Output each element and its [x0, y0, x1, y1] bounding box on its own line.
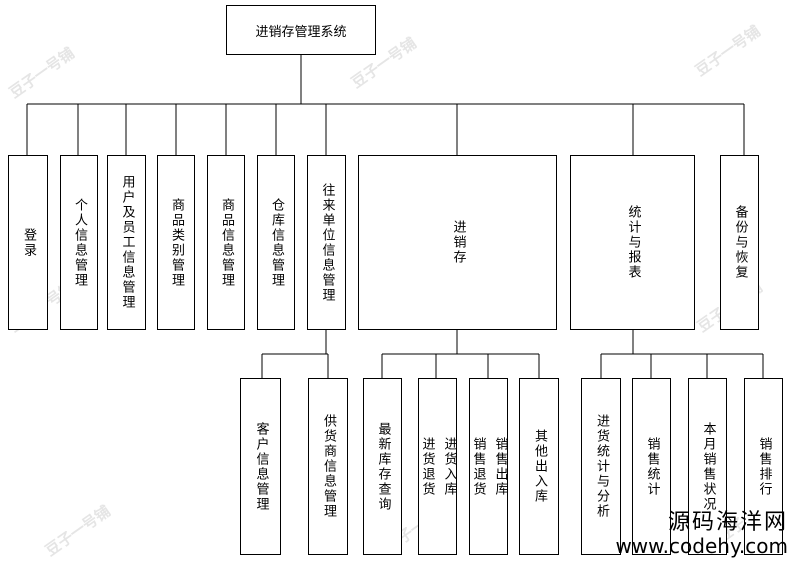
- sub-customer-info: 客户信息管理: [240, 378, 281, 555]
- sub-sales-ranking: 销售排行: [744, 378, 783, 555]
- sub-label: 客户信息管理: [253, 421, 269, 512]
- site-url: www.codehy.com: [615, 534, 788, 558]
- sub-monthly-sales: 本月销售状况: [688, 378, 727, 555]
- module-warehouse-info: 仓库信息管理: [257, 155, 295, 330]
- sub-label: 销售排行: [756, 436, 772, 497]
- module-contacts: 往来单位信息管理: [307, 155, 346, 330]
- sub-sales-inout: 销售出库 销售退货: [469, 378, 508, 555]
- module-label: 用户及员工信息管理: [119, 175, 135, 310]
- sub-supplier-info: 供货商信息管理: [308, 378, 348, 555]
- site-name-cn: 源码海洋网: [667, 510, 788, 535]
- sub-label: 进货统计与分析: [594, 414, 609, 519]
- module-label: 登录: [21, 227, 36, 258]
- module-backup-restore: 备份与恢复: [720, 155, 759, 330]
- sub-other-inout: 其他出入库: [519, 378, 559, 555]
- sub-latest-stock: 最新库存查询: [363, 378, 402, 555]
- module-label: 备份与恢复: [732, 205, 748, 280]
- module-label: 统计与报表: [625, 205, 641, 280]
- sub-label: 销售出库: [492, 436, 508, 497]
- sub-sales-stats: 销售统计: [632, 378, 671, 555]
- sub-label: 销售退货: [470, 436, 486, 497]
- module-inventory: 进销存: [358, 155, 557, 330]
- module-user-staff: 用户及员工信息管理: [107, 155, 146, 330]
- sub-label: 销售统计: [644, 436, 660, 497]
- module-label: 商品类别管理: [169, 197, 184, 288]
- module-label: 商品信息管理: [219, 197, 234, 288]
- module-statistics: 统计与报表: [570, 155, 695, 330]
- module-personal-info: 个人信息管理: [60, 155, 98, 330]
- sub-label: 其他出入库: [532, 429, 547, 504]
- sub-label: 进货退货: [419, 436, 435, 497]
- site-watermark: 源码海洋网 www.codehy.com: [615, 510, 788, 558]
- sub-purchase-inout: 进货入库 进货退货: [418, 378, 457, 555]
- sub-label: 进货入库: [441, 436, 457, 497]
- root-label: 进销存管理系统: [255, 24, 347, 40]
- module-label: 进销存: [450, 220, 466, 265]
- module-label: 往来单位信息管理: [319, 182, 335, 303]
- sub-label: 最新库存查询: [375, 421, 391, 512]
- sub-label: 供货商信息管理: [321, 414, 336, 519]
- root-node: 进销存管理系统: [226, 5, 376, 55]
- module-product-category: 商品类别管理: [157, 155, 195, 330]
- sub-label: 本月销售状况: [700, 421, 716, 512]
- module-label: 个人信息管理: [72, 197, 87, 288]
- module-login: 登录: [8, 155, 48, 330]
- module-label: 仓库信息管理: [269, 197, 284, 288]
- module-product-info: 商品信息管理: [207, 155, 245, 330]
- sub-purchase-stats: 进货统计与分析: [581, 378, 621, 555]
